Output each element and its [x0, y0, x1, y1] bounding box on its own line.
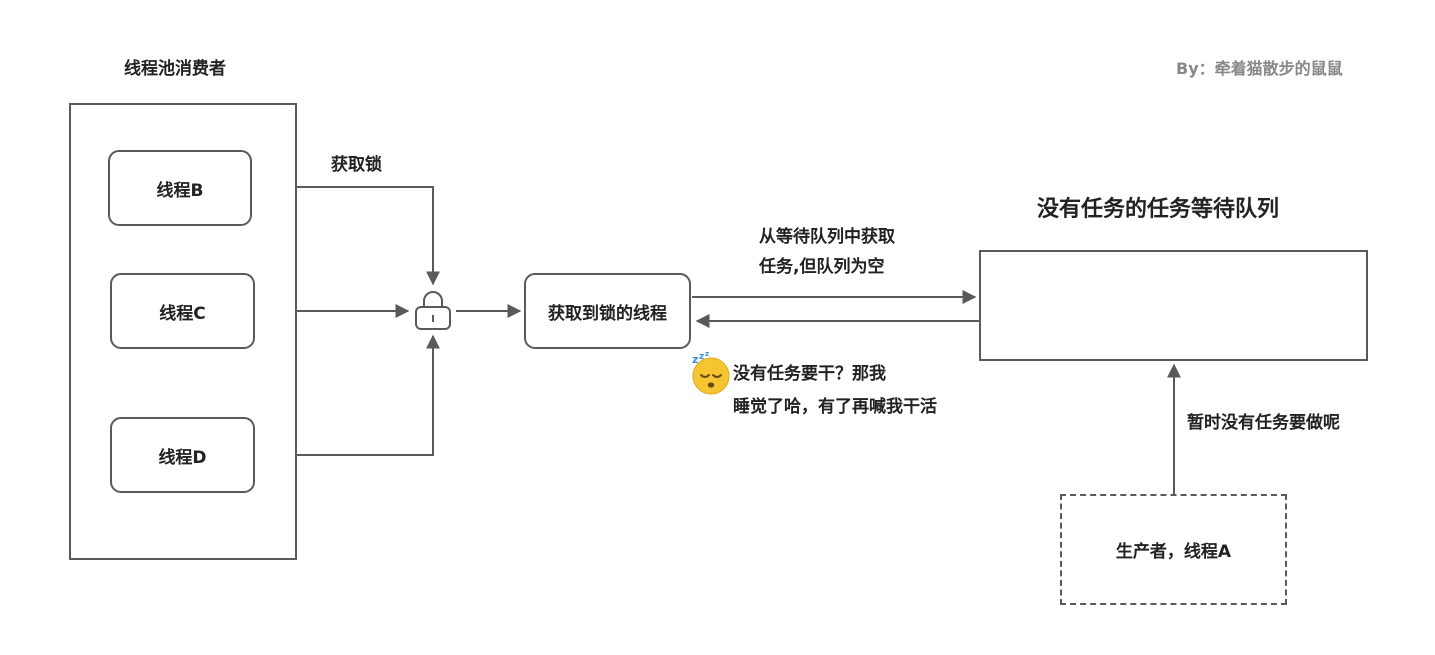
thread-d-node: 线程D: [110, 417, 255, 493]
acquire-lock-label: 获取锁: [331, 155, 382, 175]
svg-text:z: z: [705, 350, 709, 358]
sleep-note-line1: 没有任务要干？那我: [733, 364, 886, 384]
sleeping-face-icon: z z z: [692, 350, 730, 395]
thread-c-node: 线程C: [110, 273, 255, 349]
arrow-threadB-to-lock: [253, 186, 440, 286]
svg-text:z: z: [699, 352, 704, 362]
queue-title: 没有任务的任务等待队列: [1037, 197, 1280, 222]
pool-title: 线程池消费者: [124, 59, 226, 79]
thread-c-label: 线程C: [159, 303, 206, 324]
producer-thread-label: 生产者，线程A: [1115, 542, 1232, 562]
thread-d-label: 线程D: [158, 447, 207, 468]
producer-note: 暂时没有任务要做呢: [1187, 413, 1340, 433]
fetch-note-line1: 从等待队列中获取: [759, 227, 895, 247]
thread-b-label: 线程B: [156, 180, 204, 201]
fetch-note-line2: 任务,但队列为空: [759, 257, 885, 277]
lock-holder-thread-label: 获取到锁的线程: [548, 303, 667, 324]
lock-holder-thread-node: 获取到锁的线程: [524, 273, 691, 349]
svg-text:z: z: [692, 353, 698, 366]
producer-thread-node: 生产者，线程A: [1060, 494, 1287, 605]
author-credit: By：牵着猫散步的鼠鼠: [1176, 59, 1343, 78]
lock-icon: [415, 291, 451, 330]
arrow-threadD-to-lock: [256, 334, 440, 456]
thread-b-node: 线程B: [108, 150, 252, 226]
task-queue-box: [979, 250, 1368, 361]
sleep-note-line2: 睡觉了哈，有了再喊我干活: [733, 397, 937, 417]
